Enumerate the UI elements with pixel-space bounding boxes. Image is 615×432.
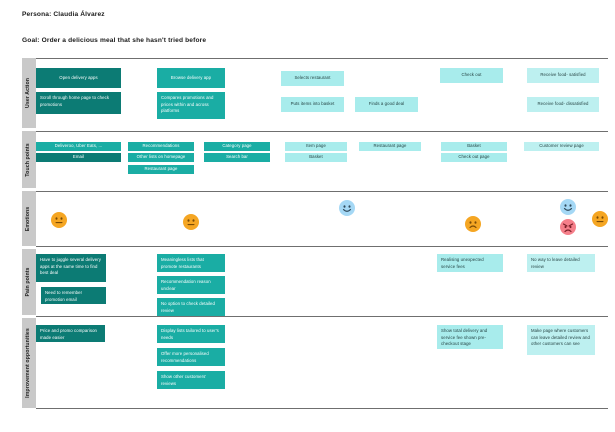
emotion-face-sad: [465, 216, 481, 232]
touch-point-card[interactable]: Other lists on homepage: [128, 153, 194, 162]
rule-bottom: [36, 408, 608, 409]
emotion-face-neutral: [183, 214, 199, 230]
user-action-card[interactable]: Finds a good deal: [355, 97, 418, 112]
emotion-face-neutral: [51, 212, 67, 228]
improvement-card[interactable]: Show other customers' reviews: [157, 371, 225, 389]
row-label-emotions: Emotions: [22, 191, 36, 246]
touch-point-card[interactable]: Customer review page: [524, 142, 599, 151]
pain-point-card[interactable]: Meaningless lists that promote restauran…: [157, 254, 225, 272]
row-label-text: User Action: [25, 77, 32, 109]
improvement-card[interactable]: Display lists tailored to user's needs: [157, 325, 225, 343]
pain-point-card[interactable]: No option to check detailed review: [157, 298, 225, 316]
row-label-pain-points: Pain points: [22, 249, 36, 315]
touch-point-card[interactable]: Item page: [285, 142, 347, 151]
emotion-face-neutral: [592, 211, 608, 227]
touch-point-card[interactable]: Search bar: [204, 153, 270, 162]
rule-user-action-bottom: [36, 131, 608, 132]
row-label-user-action: User Action: [22, 58, 36, 128]
row-label-text: Emotions: [25, 206, 32, 231]
persona-line: Persona: Claudia Álvarez: [22, 11, 105, 18]
pain-point-card[interactable]: No way to leave detailed review: [527, 254, 595, 272]
pain-point-card[interactable]: Recommendation reason unclear: [157, 276, 225, 294]
improvement-card[interactable]: Show total delivery and service fee show…: [437, 325, 503, 349]
goal-line: Goal: Order a delicious meal that she ha…: [22, 37, 207, 44]
rule-emotions-bottom: [36, 246, 608, 247]
touch-point-card[interactable]: Restaurant page: [128, 165, 194, 174]
row-label-text: Touch points: [25, 142, 32, 177]
emotion-face-happy: [339, 200, 355, 216]
touch-point-card[interactable]: Recommendations: [128, 142, 194, 151]
improvement-card[interactable]: Price and promo comparison made easier: [36, 325, 105, 342]
emotion-face-happy: [560, 199, 576, 215]
rule-touch-points-bottom: [36, 191, 608, 192]
pain-point-card[interactable]: Have to juggle several delivery apps at …: [36, 254, 106, 282]
user-action-card[interactable]: Receive food- dissatisfied: [527, 97, 599, 112]
user-action-card[interactable]: Check out: [440, 68, 503, 83]
touch-point-card[interactable]: Basket: [441, 142, 507, 151]
touch-point-card[interactable]: Check out page: [441, 153, 507, 162]
emotion-face-angry: [560, 219, 576, 235]
user-action-card[interactable]: Scroll through home page to check promot…: [36, 92, 121, 114]
user-action-card[interactable]: Open delivery apps: [36, 68, 121, 88]
pain-point-card[interactable]: Realising unexpected service fees: [437, 254, 503, 272]
row-label-text: Pain points: [25, 267, 32, 297]
rule-pain-points-bottom: [36, 316, 608, 317]
improvement-card[interactable]: Offer more personalised recommendations: [157, 348, 225, 366]
pain-point-card[interactable]: Need to remember promotion email: [41, 287, 106, 304]
rule-top: [36, 58, 608, 59]
user-action-card[interactable]: Selects restaurant: [281, 71, 344, 86]
touch-point-card[interactable]: Basket: [285, 153, 347, 162]
user-action-card[interactable]: Browse delivery app: [157, 68, 225, 88]
improvement-card[interactable]: Make page where customers can leave deta…: [527, 325, 595, 355]
touch-point-card[interactable]: Restaurant page: [359, 142, 421, 151]
user-action-card[interactable]: Compares promotions and prices within an…: [157, 92, 225, 119]
row-label-text: Improvement opportunities: [25, 328, 32, 398]
touch-point-card[interactable]: Deliveroo, Uber Eats, ...: [36, 142, 121, 151]
user-action-card[interactable]: Receive food- satisfied: [527, 68, 599, 83]
touch-point-card[interactable]: Category page: [204, 142, 270, 151]
row-label-touch-points: Touch points: [22, 131, 36, 188]
row-label-improvement: Improvement opportunities: [22, 318, 36, 408]
user-action-card[interactable]: Puts items into basket: [281, 97, 344, 112]
touch-point-card[interactable]: Email: [36, 153, 121, 162]
